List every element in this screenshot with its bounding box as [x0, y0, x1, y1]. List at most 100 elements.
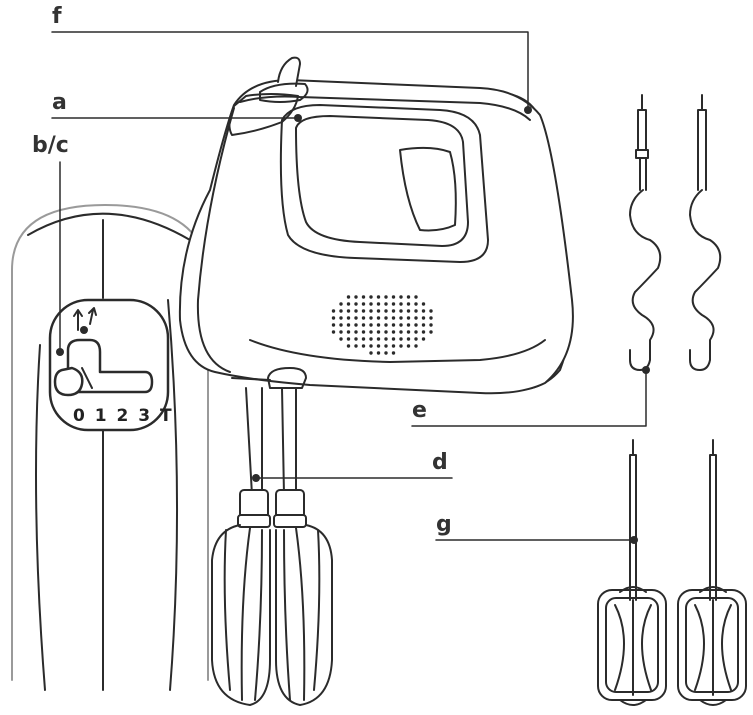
vent-hole — [421, 330, 426, 334]
dot-g — [630, 536, 638, 544]
vent-hole — [421, 309, 426, 313]
vent-hole — [346, 323, 351, 327]
vent-hole — [339, 316, 343, 320]
vent-hole — [361, 337, 366, 341]
vent-hole — [376, 330, 381, 334]
vent-hole — [414, 316, 418, 320]
vent-hole — [391, 302, 396, 306]
vent-hole — [339, 302, 343, 306]
vent-hole — [406, 323, 411, 327]
label-f: f — [52, 4, 62, 29]
vent-hole — [399, 337, 403, 341]
label-g: g — [436, 512, 452, 537]
vent-hole — [429, 323, 433, 327]
vent-holes — [331, 295, 433, 355]
vent-hole — [331, 330, 336, 334]
vent-hole — [361, 295, 366, 299]
vent-hole — [406, 337, 411, 341]
vent-hole — [346, 309, 351, 313]
vent-hole — [331, 316, 336, 320]
vent-hole — [354, 316, 358, 320]
vent-hole — [406, 295, 411, 299]
vent-hole — [331, 309, 336, 313]
vent-hole — [369, 309, 373, 313]
vent-hole — [346, 344, 351, 348]
vent-hole — [406, 330, 411, 334]
vent-hole — [354, 295, 358, 299]
vent-hole — [414, 302, 418, 306]
vent-hole — [406, 309, 411, 313]
vent-hole — [339, 330, 343, 334]
vent-hole — [384, 344, 388, 348]
vent-hole — [399, 344, 403, 348]
vent-hole — [384, 330, 388, 334]
dot-a — [294, 114, 302, 122]
vent-hole — [391, 330, 396, 334]
vent-hole — [391, 337, 396, 341]
vent-hole — [399, 295, 403, 299]
vent-hole — [399, 302, 403, 306]
dough-hooks — [629, 94, 722, 371]
vent-hole — [429, 316, 433, 320]
label-e: e — [412, 398, 427, 423]
vent-hole — [391, 344, 396, 348]
vent-hole — [369, 323, 373, 327]
vent-hole — [391, 323, 396, 327]
vent-hole — [354, 330, 358, 334]
vent-hole — [361, 316, 366, 320]
vent-hole — [399, 323, 403, 327]
attached-beaters — [211, 387, 333, 706]
vent-hole — [376, 351, 381, 355]
vent-hole — [376, 309, 381, 313]
vent-hole — [414, 337, 418, 341]
vent-hole — [346, 337, 351, 341]
vent-hole — [369, 302, 373, 306]
vent-hole — [399, 330, 403, 334]
vent-hole — [346, 316, 351, 320]
vent-hole — [421, 316, 426, 320]
dot-d — [252, 474, 260, 482]
vent-hole — [384, 302, 388, 306]
leader-lines — [51, 31, 647, 541]
vent-hole — [414, 309, 418, 313]
vent-hole — [361, 344, 366, 348]
mixer-body — [178, 56, 574, 395]
vent-hole — [421, 337, 426, 341]
vent-hole — [406, 316, 411, 320]
vent-hole — [361, 323, 366, 327]
vent-hole — [369, 330, 373, 334]
vent-hole — [376, 337, 381, 341]
vent-hole — [406, 344, 411, 348]
vent-hole — [414, 295, 418, 299]
label-d: d — [432, 450, 448, 475]
label-a: a — [52, 90, 67, 115]
vent-hole — [369, 351, 373, 355]
vent-hole — [354, 309, 358, 313]
vent-hole — [399, 316, 403, 320]
spare-beaters — [597, 439, 747, 706]
vent-hole — [369, 344, 373, 348]
vent-hole — [376, 344, 381, 348]
vent-hole — [369, 337, 373, 341]
vent-hole — [384, 295, 388, 299]
vent-hole — [361, 330, 366, 334]
vent-hole — [361, 302, 366, 306]
vent-hole — [354, 337, 358, 341]
vent-hole — [376, 302, 381, 306]
dot-e — [642, 366, 650, 374]
vent-hole — [429, 309, 433, 313]
vent-hole — [414, 330, 418, 334]
leader-f — [51, 31, 529, 111]
vent-hole — [384, 351, 388, 355]
vent-hole — [354, 323, 358, 327]
vent-hole — [376, 295, 381, 299]
vent-hole — [391, 309, 396, 313]
vent-hole — [391, 295, 396, 299]
vent-hole — [369, 316, 373, 320]
vent-hole — [384, 337, 388, 341]
vent-hole — [376, 323, 381, 327]
label-bc: b/c — [32, 133, 69, 158]
vent-hole — [399, 309, 403, 313]
vent-hole — [384, 323, 388, 327]
